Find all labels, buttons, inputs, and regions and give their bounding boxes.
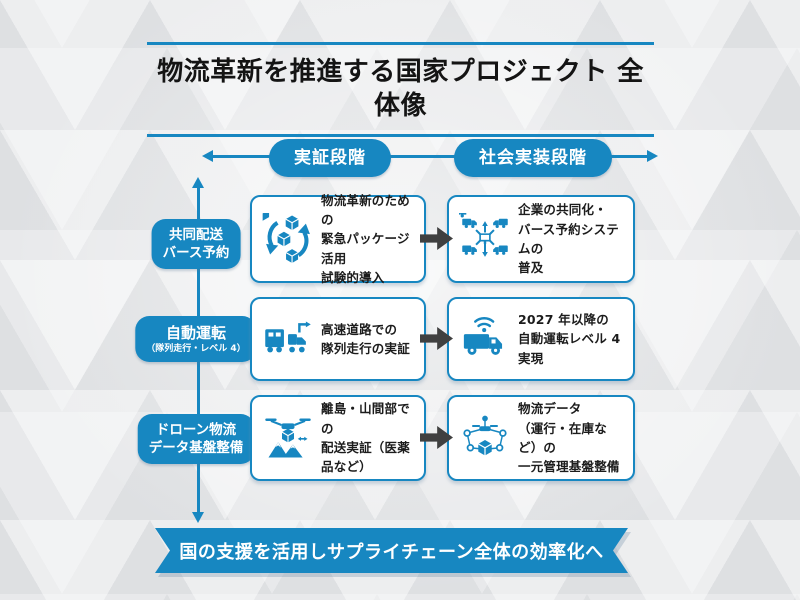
- arrowhead-right-icon: [647, 150, 658, 162]
- card-demo-autonomous-driving: 高速道路での 隊列走行の実証: [250, 297, 426, 381]
- card-text: 離島・山間部での 配送実証（医薬品など）: [321, 401, 410, 475]
- logistics-data-network-icon: [459, 412, 511, 464]
- title-block: 物流革新を推進する国家プロジェクト 全体像: [147, 42, 654, 137]
- arrowhead-left-icon: [202, 150, 213, 162]
- stage-pill-implementation: 社会実装段階: [454, 139, 612, 177]
- row-label-subtext: （隊列走行・レベル 4）: [146, 344, 246, 355]
- row-label-text: ドローン物流 データ基盤整備: [148, 422, 244, 457]
- row-label-text: 自動運転: [165, 324, 226, 342]
- row-label-text: 共同配送 バース予約: [162, 227, 230, 262]
- truck-platoon-icon: [262, 313, 314, 365]
- card-text: 2027 年以降の 自動運転レベル 4 実現: [518, 311, 621, 366]
- card-impl-drone-logistics: 物流データ （運行・在庫など）の 一元管理基盤整備: [447, 395, 635, 481]
- shared-berth-system-icon: [459, 213, 511, 265]
- arrowhead-up-icon: [192, 177, 204, 188]
- card-text: 企業の共同化・ バース予約システムの 普及: [518, 202, 619, 276]
- row-label-autonomous-driving: 自動運転 （隊列走行・レベル 4）: [135, 316, 257, 363]
- card-text: 高速道路での 隊列走行の実証: [321, 321, 410, 356]
- packages-cycle-icon: [262, 213, 314, 265]
- drone-delivery-icon: [262, 412, 314, 464]
- arrowhead-down-icon: [192, 512, 204, 523]
- row-label-drone-logistics: ドローン物流 データ基盤整備: [137, 414, 255, 465]
- card-impl-autonomous-driving: 2027 年以降の 自動運転レベル 4 実現: [447, 297, 635, 381]
- stage-pill-demonstration: 実証段階: [269, 139, 391, 177]
- row-label-joint-delivery: 共同配送 バース予約: [151, 219, 241, 270]
- stage-axis-line: [212, 155, 648, 158]
- page-title: 物流革新を推進する国家プロジェクト 全体像: [157, 57, 644, 121]
- card-impl-joint-delivery: 企業の共同化・ バース予約システムの 普及: [447, 195, 635, 283]
- card-demo-drone-logistics: 離島・山間部での 配送実証（医薬品など）: [250, 395, 426, 481]
- footer-banner: 国の支援を活用しサプライチェーン全体の効率化へ: [155, 528, 628, 573]
- card-text: 物流データ （運行・在庫など）の 一元管理基盤整備: [518, 401, 620, 475]
- card-demo-joint-delivery: 物流革新のための 緊急パッケージ活用 試験的導入: [250, 193, 426, 285]
- autonomous-truck-icon: [459, 313, 511, 365]
- card-text: 物流革新のための 緊急パッケージ活用 試験的導入: [321, 192, 410, 286]
